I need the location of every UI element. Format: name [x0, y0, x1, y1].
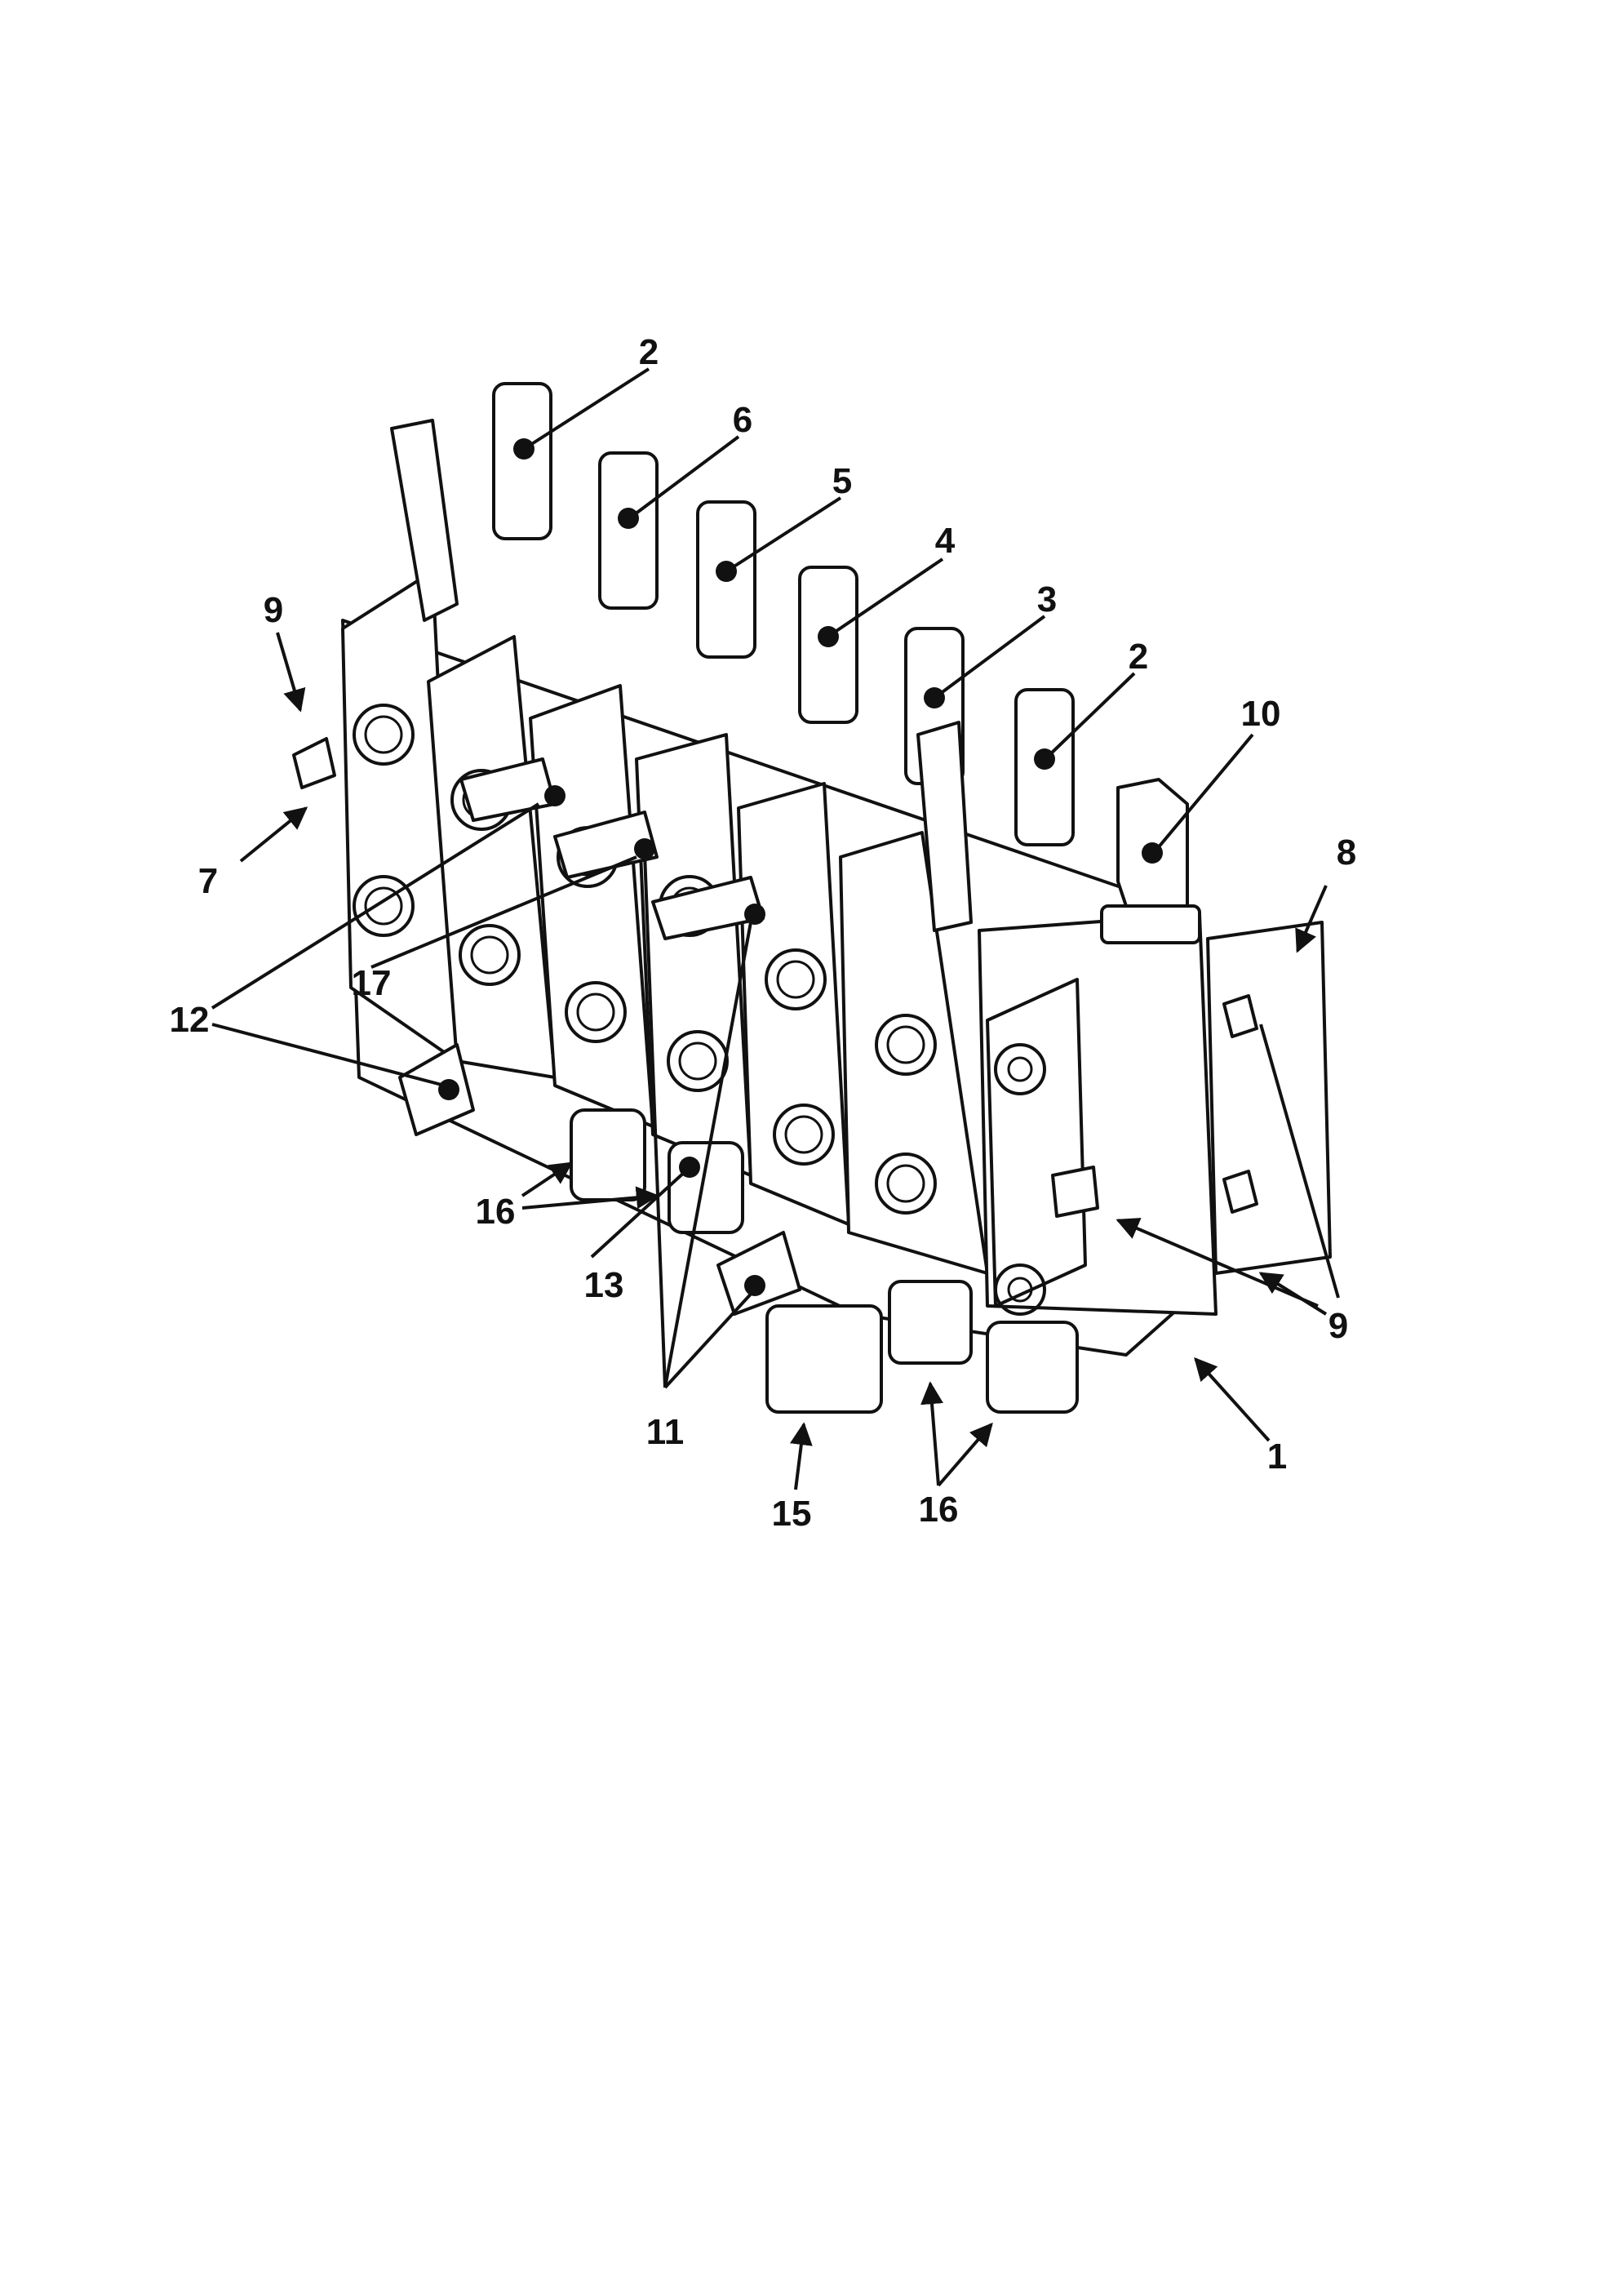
callout-12: 12	[169, 1000, 210, 1040]
callout-8: 8	[1336, 833, 1357, 873]
callout-3: 3	[1036, 580, 1058, 620]
callout-2-lower: 2	[1128, 637, 1149, 677]
callout-7: 7	[197, 861, 219, 901]
callout-13: 13	[583, 1265, 624, 1305]
callout-6: 6	[732, 400, 753, 440]
callout-10: 10	[1240, 694, 1281, 734]
bottom-bosses	[570, 1108, 1079, 1414]
valve-body	[341, 570, 1332, 1357]
callout-9-left: 9	[263, 590, 284, 630]
callout-11: 11	[645, 1412, 685, 1452]
callout-2-upper: 2	[638, 332, 659, 372]
callout-16-left: 16	[475, 1192, 516, 1232]
callout-17: 17	[351, 963, 392, 1003]
callout-16-right: 16	[918, 1490, 959, 1530]
callout-5: 5	[832, 461, 853, 501]
fittings	[292, 737, 1258, 1316]
handle-brackets	[390, 419, 973, 932]
callout-9-right: 9	[1328, 1306, 1349, 1346]
callout-15: 15	[771, 1494, 812, 1534]
callout-1: 1	[1266, 1437, 1288, 1477]
callout-4: 4	[934, 521, 956, 561]
leader-lines	[211, 367, 1340, 1490]
